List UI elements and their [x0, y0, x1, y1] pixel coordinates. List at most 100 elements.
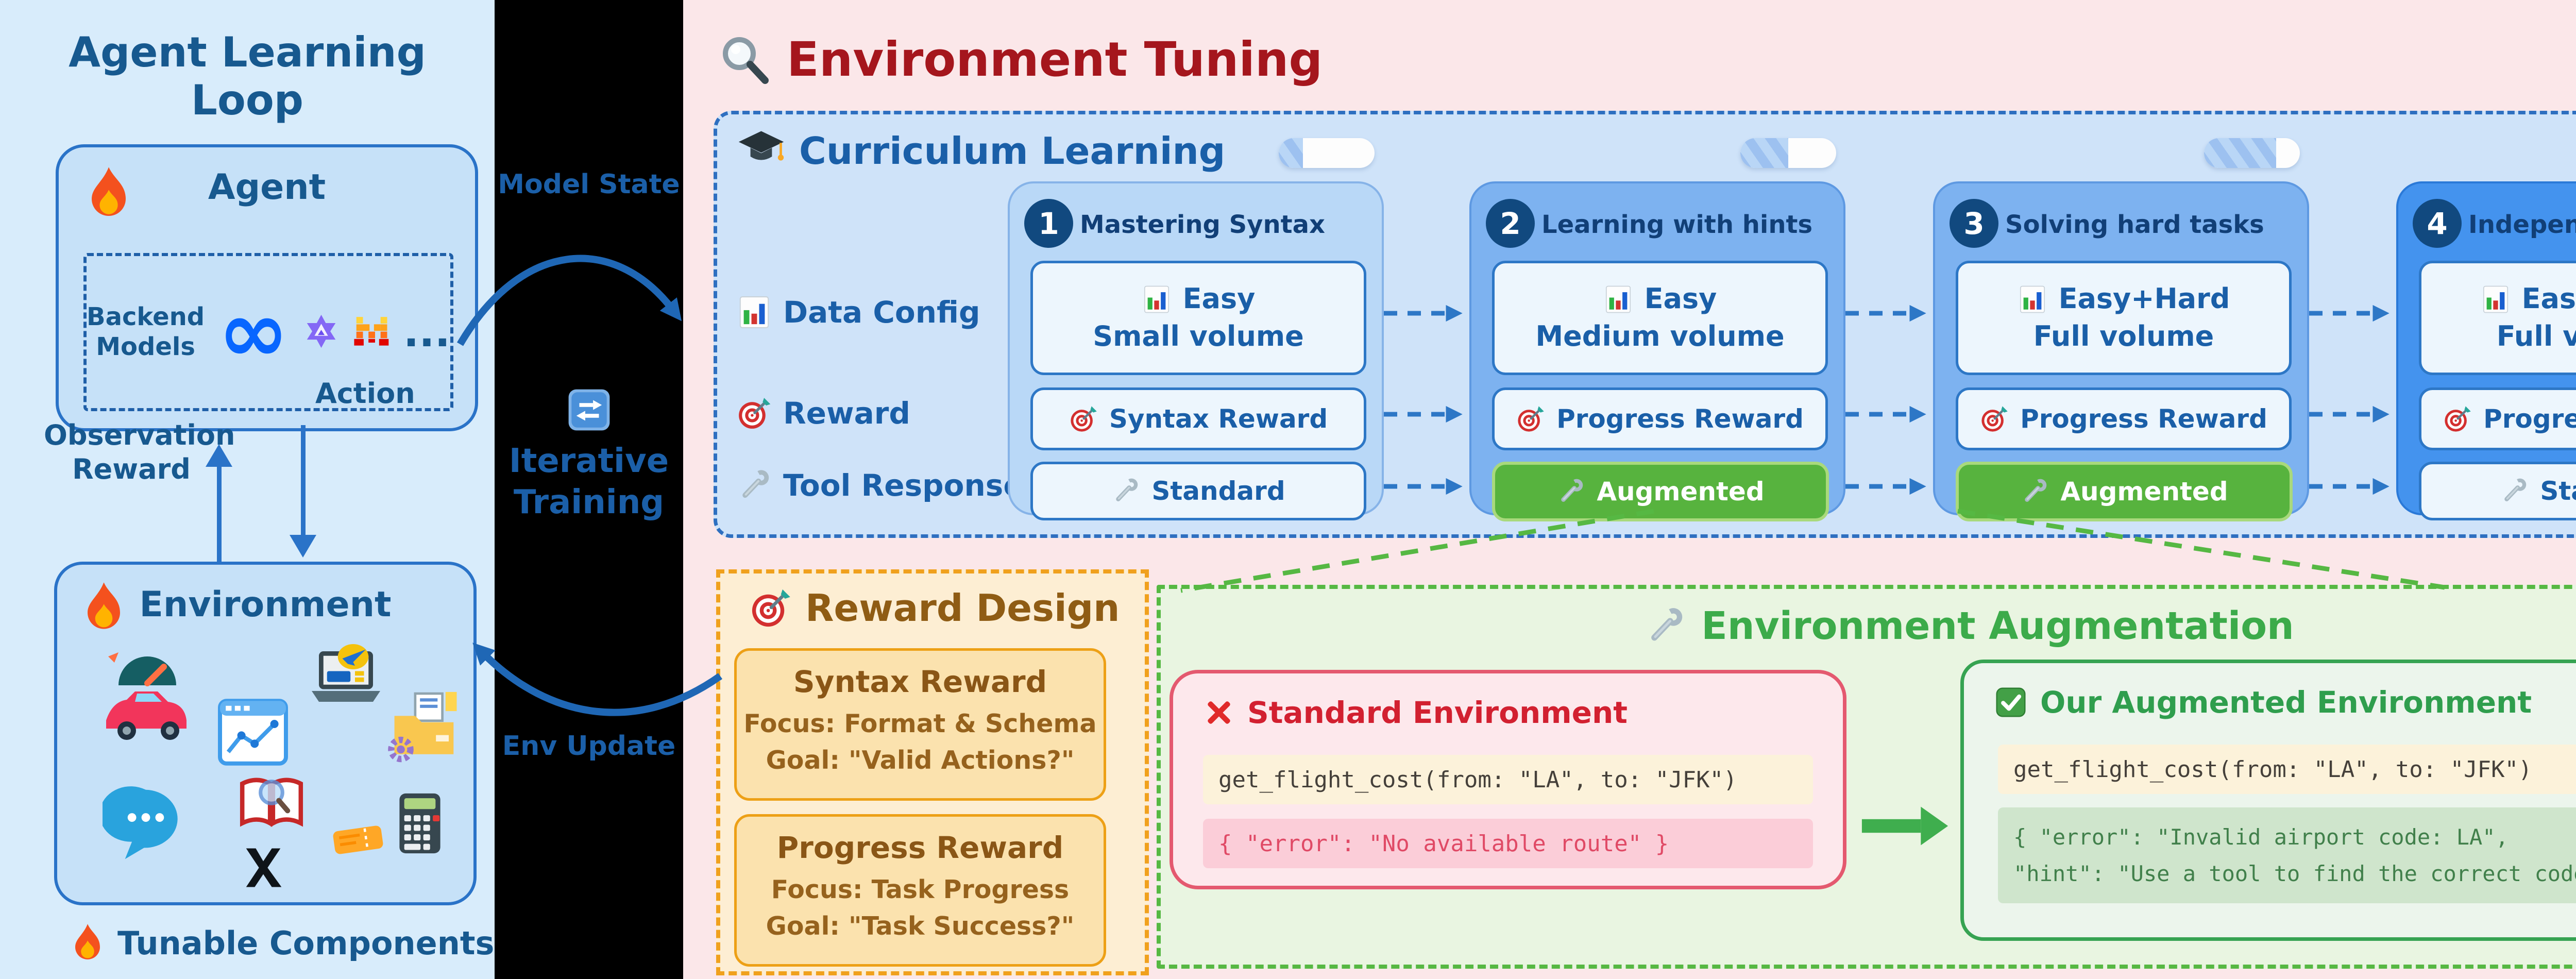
target-icon — [1069, 404, 1098, 433]
env-update-label: Env Update — [502, 731, 676, 762]
action-label: Action — [315, 377, 415, 410]
iterative-label: Iterative — [509, 442, 669, 480]
target-icon — [1516, 404, 1545, 433]
tool-call-code: get_flight_cost(from: "LA", to: "JFK") — [1998, 745, 2576, 794]
standard-environment-title: Standard Environment — [1204, 695, 1628, 730]
more-models-ellipsis: ... — [403, 308, 450, 356]
analytics-window-icon — [212, 688, 294, 776]
stage-title: Solving hard tasks — [2005, 210, 2264, 239]
syntax-reward-card: Syntax Reward Focus: Format & Schema Goa… — [734, 648, 1106, 801]
wrench-icon — [1111, 477, 1140, 505]
stage-card-3: 3 Solving hard tasks Easy+Hard Full volu… — [1933, 181, 2309, 521]
wrench-icon — [1556, 477, 1585, 506]
agent-learning-loop-panel: Agent Learning Loop Agent Backend Models… — [0, 0, 495, 979]
iterative-training-strip: Model State Iterative Training Env Updat… — [495, 0, 683, 979]
standard-environment-card: Standard Environment get_flight_cost(fro… — [1170, 670, 1846, 889]
row-label-tool-response: Tool Response — [737, 468, 1024, 503]
file-system-folder-icon — [385, 682, 465, 769]
tool-call-code: get_flight_cost(from: "LA", to: "JFK") — [1203, 755, 1813, 804]
magnifier-icon — [719, 34, 770, 86]
environment-box: Environment — [54, 562, 477, 905]
stage-number-badge: 2 — [1486, 199, 1535, 248]
data-config-box: Easy+Hard Full volume — [1956, 261, 2292, 375]
error-response-code: { "error": "No available route" } — [1203, 819, 1813, 868]
calculator-icon — [386, 780, 454, 867]
curriculum-learning-title: Curriculum Learning — [737, 126, 1225, 175]
wrench-icon — [1645, 605, 1686, 647]
x-social-icon — [236, 841, 290, 894]
travel-booking-laptop-icon — [298, 637, 394, 727]
augmented-environment-title: Our Augmented Environment — [1995, 685, 2532, 720]
data-config-box: Easy Medium volume — [1492, 261, 1828, 375]
check-icon — [1995, 686, 2027, 718]
backend-models-label: Backend Models — [87, 302, 205, 361]
stage-title: Mastering Syntax — [1080, 210, 1325, 239]
flame-icon — [67, 922, 108, 964]
target-icon — [737, 396, 772, 431]
reward-box: Progress Reward — [1956, 387, 2292, 450]
transform-arrow-icon — [1855, 798, 1955, 854]
meta-logo-icon: ∞ — [218, 282, 289, 382]
reward-design-title: Reward Design — [750, 586, 1120, 630]
backend-models-box: Backend Models ∞ ... — [83, 253, 453, 411]
data-config-box: Easy Small volume — [1030, 261, 1366, 375]
target-icon — [1980, 404, 2009, 433]
agent-box: Agent Backend Models ∞ ... — [56, 144, 478, 431]
progress-pill-stage-2 — [1740, 138, 1836, 168]
observation-reward-arrowhead — [206, 444, 232, 467]
stage-card-4: 4 Independent solving Easy+Hard Full vol… — [2396, 181, 2576, 520]
observation-reward-arrow-line — [217, 466, 222, 562]
augmented-environment-card: Our Augmented Environment get_flight_cos… — [1960, 660, 2576, 941]
action-arrowhead — [290, 535, 316, 558]
training-label: Training — [513, 483, 665, 521]
progress-pill-stage-3 — [2204, 138, 2300, 168]
model-state-label: Model State — [498, 169, 680, 200]
tool-response-box-augmented: Augmented — [1492, 462, 1829, 521]
stage-title: Learning with hints — [1541, 210, 1813, 239]
action-arrow-line — [301, 425, 306, 536]
stage-number-badge: 1 — [1024, 199, 1073, 248]
stage-card-1: 1 Mastering Syntax Easy Small volume Syn… — [1008, 181, 1384, 520]
target-icon — [750, 587, 792, 629]
cross-icon — [1204, 698, 1234, 728]
left-panel-title: Agent Learning Loop — [69, 28, 426, 124]
row-label-reward: Reward — [737, 396, 910, 431]
progress-reward-card: Progress Reward Focus: Task Progress Goa… — [734, 814, 1106, 967]
data-config-box: Easy+Hard Full volume — [2419, 261, 2576, 375]
tunable-components-label: Tunable Components — [67, 922, 494, 964]
qwen-logo-icon — [302, 302, 340, 362]
driving-speedometer-icon — [93, 642, 201, 745]
hint-response-code: { "error": "Invalid airport code: LA", "… — [1998, 807, 2576, 903]
stage-number-badge: 3 — [1950, 199, 1998, 248]
tool-response-box-augmented: Augmented — [1956, 462, 2293, 521]
tool-response-box: Standard — [2419, 462, 2576, 520]
wrench-icon — [2020, 477, 2049, 506]
bar-chart-icon — [737, 295, 772, 330]
observation-reward-label: Observation Reward — [44, 419, 235, 485]
refresh-icon — [565, 385, 614, 434]
environment-tuning-title: Environment Tuning — [719, 32, 1323, 87]
reward-box: Progress Reward — [1492, 387, 1828, 450]
stage-card-2: 2 Learning with hints Easy Medium volume… — [1469, 181, 1845, 521]
tool-response-box: Standard — [1030, 462, 1366, 520]
stage-number-badge: 4 — [2413, 199, 2462, 248]
reward-box: Syntax Reward — [1030, 387, 1366, 450]
wrench-icon — [2500, 477, 2529, 505]
environment-augmentation-title: Environment Augmentation — [1157, 604, 2576, 648]
stage-title: Independent solving — [2468, 210, 2576, 239]
bar-chart-icon — [2018, 284, 2047, 314]
bar-chart-icon — [2481, 284, 2511, 314]
bar-chart-icon — [1142, 284, 1172, 314]
environment-box-title: Environment — [139, 584, 392, 625]
target-icon — [2443, 404, 2472, 433]
row-label-data-config: Data Config — [737, 295, 980, 330]
reward-box: Progress Reward — [2419, 387, 2576, 450]
bar-chart-icon — [1603, 284, 1633, 314]
chat-bubble-icon — [103, 780, 189, 869]
progress-pill-stage-1 — [1279, 138, 1375, 168]
knowledge-book-search-icon — [227, 765, 316, 838]
mistral-logo-icon — [353, 303, 390, 361]
graduation-cap-icon — [737, 126, 786, 175]
agent-box-title: Agent — [208, 167, 326, 208]
